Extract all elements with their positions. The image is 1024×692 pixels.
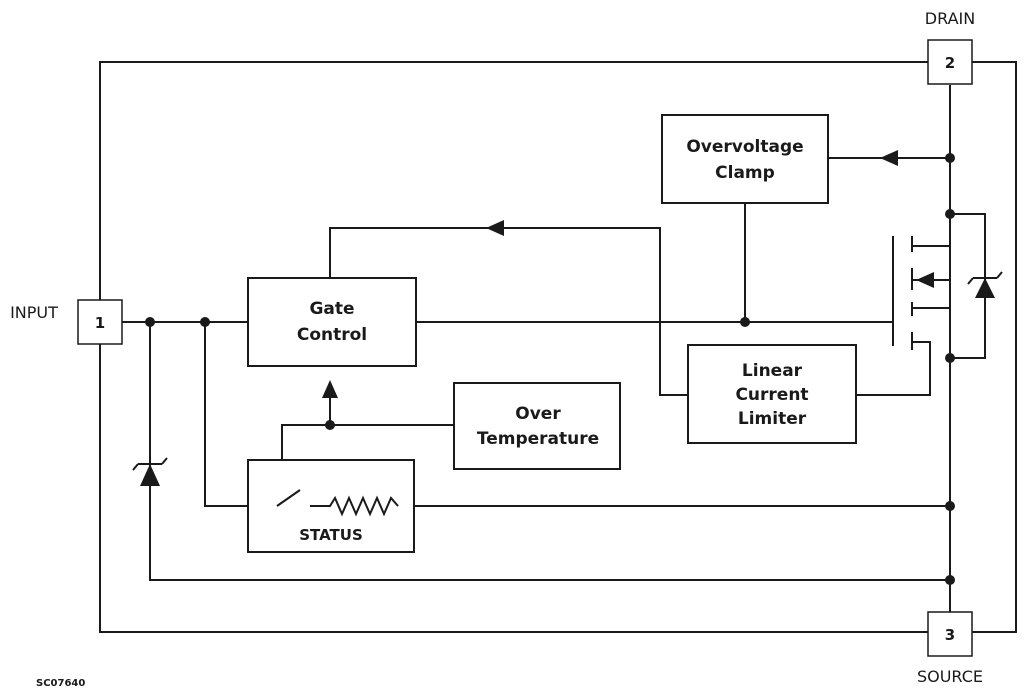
status-label: STATUS — [299, 526, 363, 544]
gate-control-line-1: Gate — [309, 299, 354, 319]
overvoltage-clamp-line-2: Clamp — [715, 163, 775, 183]
linear-current-limiter-block: Linear Current Limiter — [687, 344, 857, 444]
over-temperature-line-2: Temperature — [477, 429, 599, 449]
body-zener-diode — [967, 271, 1003, 298]
drain-pin-number: 2 — [945, 54, 955, 72]
limiter-line-3: Limiter — [738, 409, 807, 429]
temperature-to-gate-arrow — [322, 380, 338, 398]
wires — [122, 85, 986, 612]
over-temperature-line-1: Over — [515, 404, 561, 424]
limiter-line-1: Linear — [742, 361, 803, 381]
source-pin: 3 SOURCE — [917, 611, 983, 686]
gate-control-line-2: Control — [297, 325, 367, 345]
source-pin-number: 3 — [945, 626, 955, 644]
gate-control-block: Gate Control — [247, 277, 417, 367]
feedback-arrow — [486, 220, 504, 236]
drain-pin: 2 DRAIN — [925, 9, 975, 85]
input-label: INPUT — [10, 303, 58, 322]
package-outline — [99, 61, 1017, 633]
overvoltage-clamp-line-1: Overvoltage — [686, 137, 803, 157]
overvoltage-clamp-block: Overvoltage Clamp — [661, 114, 829, 204]
input-pin: 1 INPUT — [10, 299, 123, 345]
over-temperature-block: Over Temperature — [453, 382, 621, 470]
limiter-line-2: Current — [735, 385, 808, 405]
input-pin-number: 1 — [95, 314, 105, 332]
figure-code: SC07640 — [36, 678, 85, 689]
drain-label: DRAIN — [925, 9, 975, 28]
status-block: STATUS — [247, 459, 415, 553]
clamp-arrow — [880, 150, 898, 166]
source-label: SOURCE — [917, 667, 983, 686]
power-mosfet — [892, 236, 950, 350]
input-zener-diode — [132, 457, 168, 486]
